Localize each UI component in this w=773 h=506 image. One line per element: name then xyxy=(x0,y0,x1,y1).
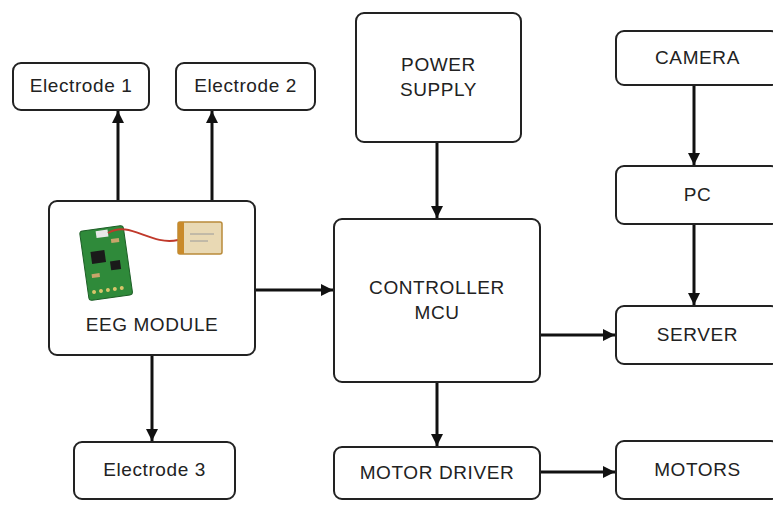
battery xyxy=(178,222,222,254)
node-label: SERVER xyxy=(657,323,738,348)
electrode-box: Electrode 1 xyxy=(12,62,150,111)
resistor xyxy=(111,238,119,243)
pad xyxy=(113,287,118,292)
eeg-board xyxy=(79,225,132,300)
electrode-box: Electrode 2 xyxy=(175,62,316,111)
pc-box: PC xyxy=(615,165,773,225)
battery-print xyxy=(190,234,214,235)
node-label: CONTROLLER MCU xyxy=(367,276,507,325)
pad xyxy=(99,289,104,294)
controller-box: CONTROLLER MCU xyxy=(333,218,541,383)
arrow-connector xyxy=(211,111,214,200)
resistor xyxy=(92,273,100,278)
chip xyxy=(90,250,106,264)
node-label: CAMERA xyxy=(655,46,740,71)
arrow-connector xyxy=(436,383,439,446)
arrow-connector xyxy=(436,143,439,218)
node-label: PC xyxy=(684,183,712,208)
node-label: Electrode 1 xyxy=(30,74,133,99)
arrow-connector xyxy=(693,225,696,305)
connector xyxy=(96,229,109,238)
motors-box: MOTORS xyxy=(615,440,773,500)
pad xyxy=(120,286,125,291)
battery-wire xyxy=(108,229,178,241)
eeg-module-box: EEG MODULE xyxy=(48,200,256,356)
battery-print xyxy=(190,241,208,242)
node-label: MOTORS xyxy=(654,458,741,483)
arrow-connector xyxy=(541,334,615,337)
arrow-connector xyxy=(117,111,120,200)
node-label: EEG MODULE xyxy=(86,313,219,338)
node-label: MOTOR DRIVER xyxy=(360,461,515,486)
arrow-connector xyxy=(256,289,333,292)
battery-end xyxy=(178,222,184,254)
arrow-connector xyxy=(541,471,615,474)
server-box: SERVER xyxy=(615,305,773,365)
electrode-box: Electrode 3 xyxy=(73,441,236,500)
pad xyxy=(92,290,97,295)
node-label: POWER SUPPLY xyxy=(394,53,484,102)
node-label: Electrode 3 xyxy=(103,458,206,483)
arrow-connector xyxy=(151,356,154,441)
pad xyxy=(106,288,111,293)
pcb xyxy=(79,225,132,300)
arrow-connector xyxy=(693,86,696,165)
motor-driver-box: MOTOR DRIVER xyxy=(333,446,541,500)
camera-box: CAMERA xyxy=(615,30,773,86)
chip xyxy=(110,260,121,270)
power-supply-box: POWER SUPPLY xyxy=(355,12,522,143)
node-label: Electrode 2 xyxy=(194,74,297,99)
